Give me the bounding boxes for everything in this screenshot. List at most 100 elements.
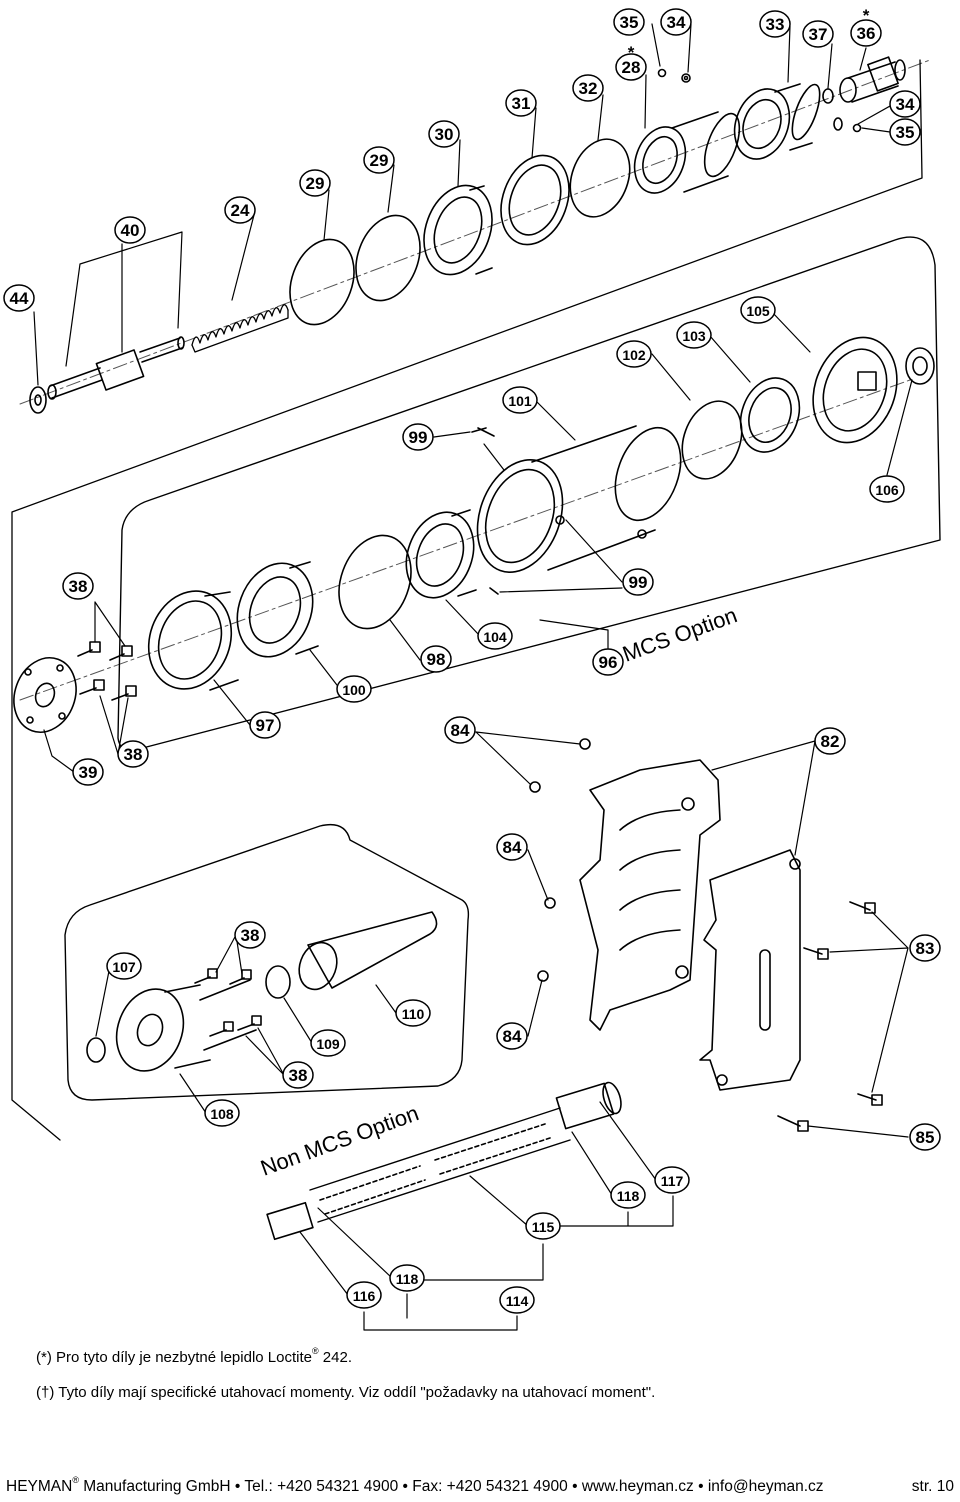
part-114-hose-assembly: [266, 1081, 622, 1241]
callout-label: 38: [124, 745, 143, 764]
parts-34-35-fasteners-top: [657, 68, 691, 83]
mcs-option-region: [117, 236, 941, 752]
asterisk-marker: *: [628, 43, 635, 62]
callout-bubble: [572, 74, 604, 102]
footer-contact-details: Manufacturing GmbH • Tel.: +420 54321 49…: [78, 1478, 824, 1495]
callout-label: 98: [427, 650, 446, 669]
callout-bubble: [249, 711, 281, 739]
center-axis: [19, 59, 931, 701]
note-torque: (†) Tyto díly mají specifické utahovací …: [36, 1384, 656, 1401]
callout-label: 100: [342, 682, 366, 698]
part-106-nut: [905, 347, 935, 385]
callout-35: 35: [889, 118, 921, 146]
part-99-screws: [471, 427, 647, 595]
callout-bubble: [889, 118, 921, 146]
callout-label: 85: [916, 1128, 935, 1147]
footer-contact: HEYMAN® Manufacturing GmbH • Tel.: +420 …: [6, 1475, 824, 1496]
callout-bubble: [234, 921, 266, 949]
callout-31: 31: [505, 89, 537, 117]
callout-label: 84: [503, 838, 522, 857]
part-29-oring-a: [289, 238, 355, 326]
callout-bubble: [909, 1123, 941, 1151]
callout-label: 84: [451, 721, 470, 740]
callout-label: 82: [821, 732, 840, 751]
parts-34-35-fasteners-right: [833, 117, 862, 133]
callout-37: 37: [802, 20, 834, 48]
callout-bubble: [72, 758, 104, 786]
callout-35: 35: [613, 8, 645, 36]
callout-label: 35: [896, 123, 915, 142]
callout-bubble: [477, 622, 513, 650]
callout-bubble: [310, 1029, 346, 1057]
page-footer: HEYMAN® Manufacturing GmbH • Tel.: +420 …: [6, 1475, 954, 1496]
callout-bubble: [496, 1022, 528, 1050]
callout-108: 108: [204, 1099, 240, 1127]
callout-label: 115: [532, 1219, 555, 1235]
callout-label: 109: [316, 1036, 340, 1052]
callout-label: 40: [121, 221, 140, 240]
callout-29: 29: [363, 146, 395, 174]
callout-label: 24: [231, 201, 250, 220]
callout-bubble: [850, 19, 882, 47]
callout-label: 99: [629, 573, 648, 592]
callout-118: 118: [610, 1181, 646, 1209]
callout-label: 29: [306, 174, 325, 193]
callout-bubble: [389, 1264, 425, 1292]
callout-bubble: [282, 1061, 314, 1089]
callout-label: 38: [69, 577, 88, 596]
callout-85: 85: [909, 1123, 941, 1151]
callout-109: 109: [310, 1029, 346, 1057]
note-loctite-text: (*) Pro tyto díly je nezbytné lepidlo Lo…: [36, 1349, 312, 1366]
callout-bubble: [676, 321, 712, 349]
callout-label: 29: [370, 151, 389, 170]
callout-102: 102: [616, 340, 652, 368]
callout-84: 84: [444, 716, 476, 744]
asterisk-marker: *: [863, 6, 870, 25]
part-84-nuts: [529, 738, 591, 982]
callout-34: 34: [660, 8, 692, 36]
footer-page-number: str. 10: [911, 1478, 954, 1495]
callout-bubble: [204, 1099, 240, 1127]
callout-bubble: [395, 999, 431, 1027]
callout-bubble: [802, 20, 834, 48]
callout-84: 84: [496, 833, 528, 861]
callout-bubble: [740, 296, 776, 324]
callout-label: 101: [508, 393, 532, 409]
callout-34: 34: [889, 90, 921, 118]
callout-bubble: [496, 833, 528, 861]
callout-label: 99: [409, 428, 428, 447]
part-29-oring-b: [355, 214, 421, 302]
callout-bubble: [622, 568, 654, 596]
callout-label: 118: [617, 1188, 640, 1204]
callout-98: 98: [420, 645, 452, 673]
callout-bubble: [616, 340, 652, 368]
callout-38: 38: [234, 921, 266, 949]
callout-116: 116: [346, 1281, 382, 1309]
callout-label: 39: [79, 763, 98, 782]
part-30-ring: [423, 184, 493, 276]
part-109-oring: [265, 965, 291, 999]
callout-117: 117: [654, 1166, 690, 1194]
part-82-bracket: [579, 759, 721, 1031]
part-44-washer: [29, 386, 47, 414]
callout-106: 106: [869, 475, 905, 503]
callout-bubble: [224, 196, 256, 224]
part-38-screws-non-mcs: [194, 968, 262, 1037]
part-38-screws-mcs: [77, 641, 137, 701]
callout-39: 39: [72, 758, 104, 786]
callout-bubble: [346, 1281, 382, 1309]
callout-29: 29: [299, 169, 331, 197]
callout-label: 30: [435, 125, 454, 144]
part-39-flange: [13, 657, 77, 733]
callout-bubble: [420, 645, 452, 673]
footer-company: HEYMAN: [6, 1478, 73, 1495]
callout-label: 102: [622, 347, 646, 363]
callout-label: 84: [503, 1027, 522, 1046]
part-110-nozzle: [298, 911, 438, 991]
part-98-oring: [338, 534, 412, 630]
callout-bubble: [336, 675, 372, 703]
callout-bubble: [814, 727, 846, 755]
part-97-ring: [147, 590, 239, 691]
callout-105: 105: [740, 296, 776, 324]
part-28-nozzle: [633, 111, 741, 194]
